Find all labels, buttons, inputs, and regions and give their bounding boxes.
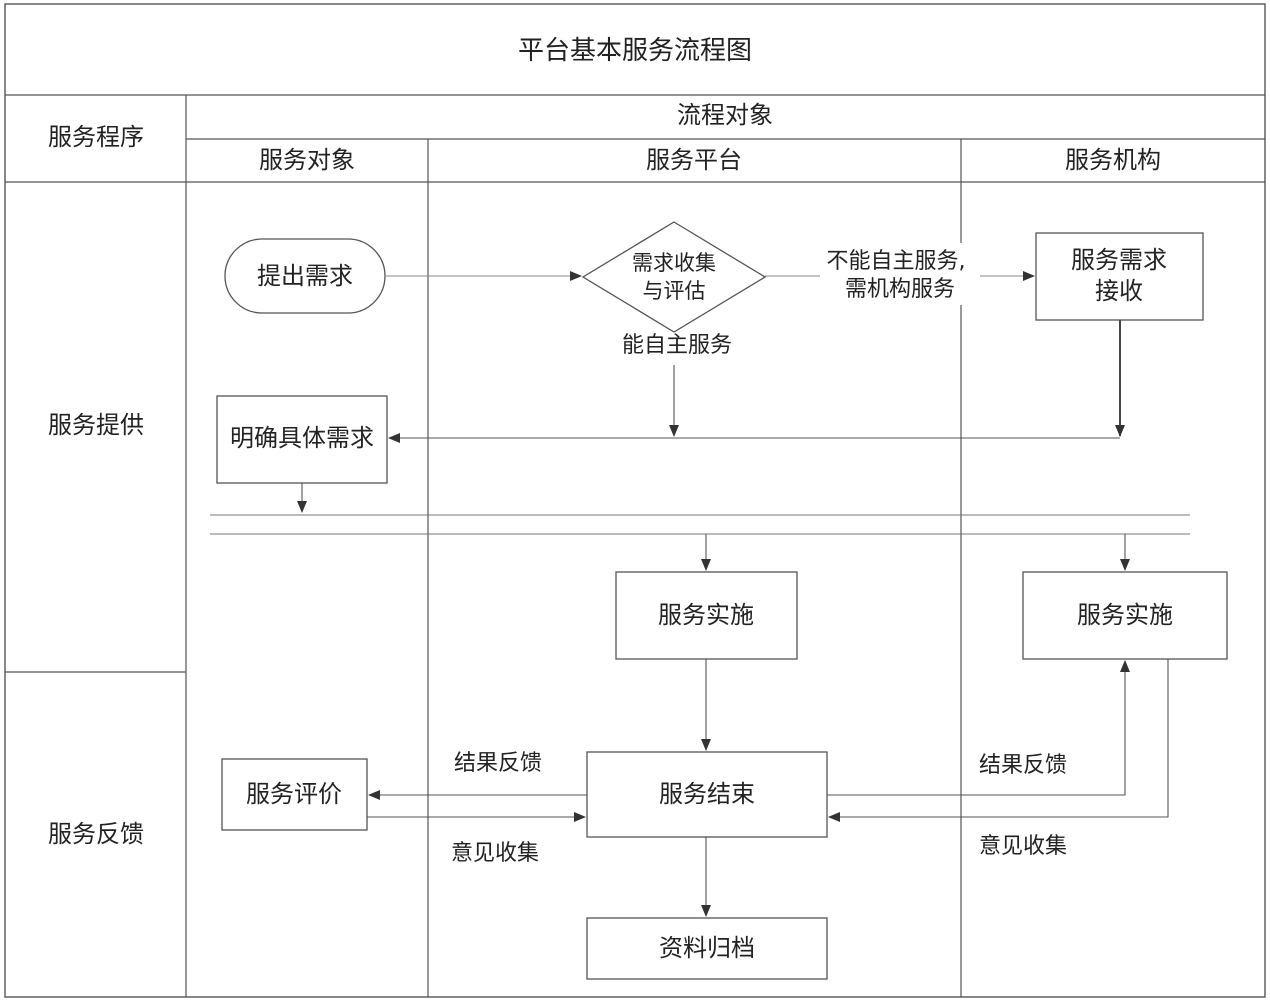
node-demand-receive-line2: 接收 — [1095, 277, 1143, 305]
outer-frame — [4, 3, 1266, 998]
lane-header-service-object: 服务对象 — [259, 146, 355, 174]
node-implement-agency-label: 服务实施 — [1077, 601, 1173, 629]
edge-label-cannot-self-line2: 需机构服务 — [845, 277, 955, 302]
node-service-evaluation-label: 服务评价 — [246, 780, 342, 808]
flow-objects-header: 流程对象 — [677, 101, 773, 129]
edge-label-can-self: 能自主服务 — [622, 333, 732, 358]
row-label-service-feedback: 服务反馈 — [48, 820, 144, 848]
edge-label-background — [820, 243, 980, 305]
node-demand-collect-line2: 与评估 — [643, 279, 706, 303]
lane-header-service-agency: 服务机构 — [1065, 146, 1161, 174]
node-demand-collect-line1: 需求收集 — [632, 251, 716, 275]
edge-label-cannot-self-line1: 不能自主服务, — [827, 249, 966, 274]
node-raise-demand-label: 提出需求 — [257, 262, 353, 290]
node-implement-agency — [1022, 571, 1228, 660]
node-demand-receive-line1: 服务需求 — [1071, 246, 1167, 274]
node-specify-demand-label: 明确具体需求 — [230, 424, 374, 452]
edge-label-feedback-right: 结果反馈 — [979, 753, 1067, 778]
diagram-title: 平台基本服务流程图 — [518, 36, 752, 66]
edge-feedback-to-agency — [827, 660, 1130, 796]
node-service-finish — [586, 751, 828, 838]
node-archive-label: 资料归档 — [659, 934, 755, 962]
lane-header-service-platform: 服务平台 — [646, 146, 742, 174]
edge-agency-opinion-to-finish — [828, 659, 1169, 822]
procedure-header: 服务程序 — [48, 123, 144, 151]
node-archive — [586, 917, 828, 980]
row-label-service-provision: 服务提供 — [48, 411, 144, 439]
edge-label-opinion-right: 意见收集 — [979, 834, 1067, 859]
node-service-finish-label: 服务结束 — [659, 780, 755, 808]
node-service-evaluation — [221, 758, 368, 831]
edge-label-opinion-left: 意见收集 — [451, 841, 539, 866]
node-demand-collect-diamond — [581, 221, 767, 333]
edge-label-feedback-left: 结果反馈 — [454, 751, 542, 776]
node-implement-platform-label: 服务实施 — [658, 601, 754, 629]
